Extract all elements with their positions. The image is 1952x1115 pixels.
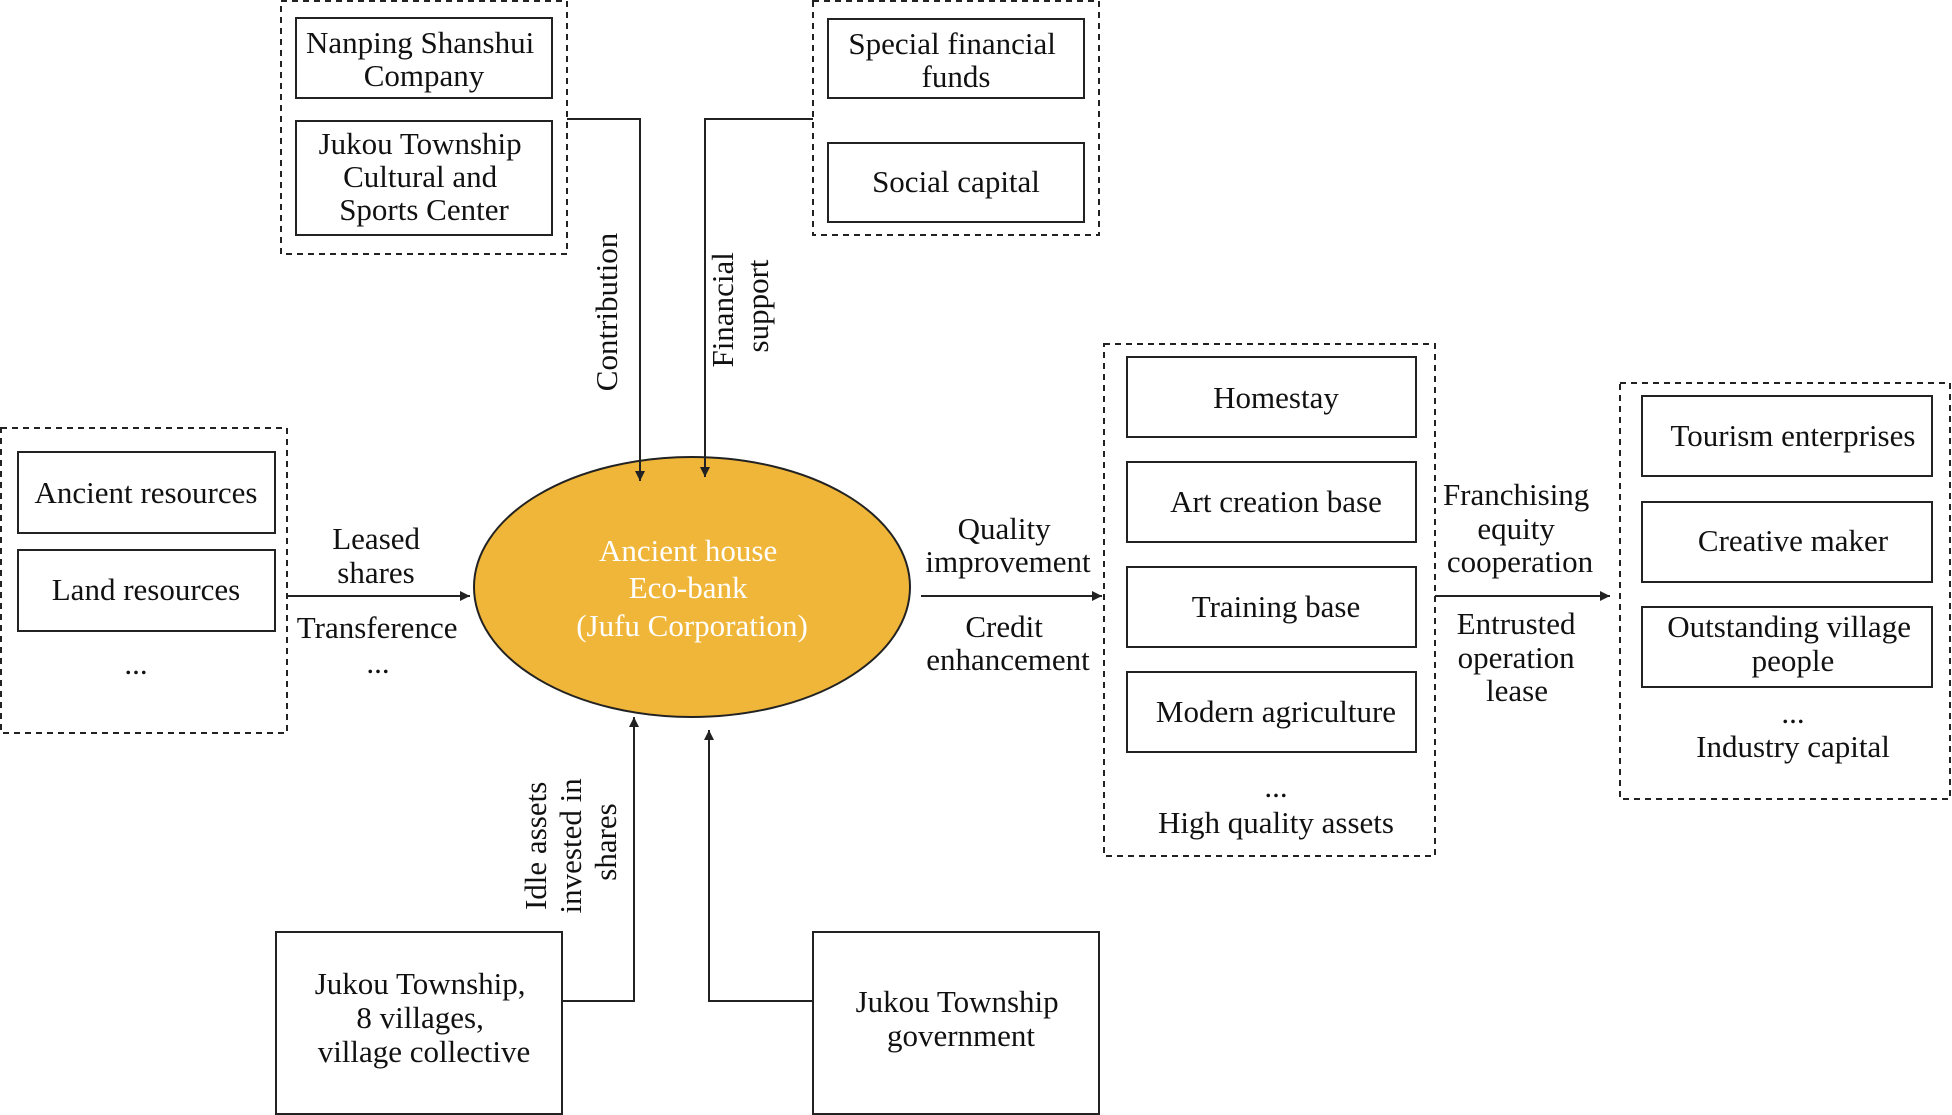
government-arrow [704, 730, 813, 1002]
township-villages-box [275, 931, 563, 1115]
social-capital-label: Social capital [872, 164, 1040, 199]
township-villages-label: Jukou Township, 8 villages, village coll… [315, 966, 534, 1069]
art-creation-base-box [1126, 461, 1417, 543]
financial-support-label: Financial support [705, 244, 775, 367]
special-financial-funds-label: Special financial funds [848, 26, 1063, 94]
left-group-frame [0, 427, 288, 734]
eco-bank-label: Ancient house Eco-bank (Jufu Corporation… [576, 533, 808, 643]
training-base-box [1126, 566, 1417, 648]
tourism-enterprises-box [1641, 395, 1933, 477]
special-financial-funds-box [827, 18, 1085, 99]
top-right-group-frame [812, 0, 1100, 236]
modern-agriculture-label: Modern agriculture [1156, 694, 1396, 729]
right-group-ellipsis: ... [1264, 769, 1287, 804]
ancient-resources-box [17, 451, 276, 534]
svg-text:Idle assets invested in: Idle assets invested in shares [518, 771, 623, 914]
cultural-sports-center-box [295, 120, 553, 236]
top-left-group-frame [280, 0, 568, 255]
franchising-label: Franchising equity cooperation [1443, 477, 1597, 579]
modern-agriculture-box [1126, 671, 1417, 753]
homestay-label: Homestay [1213, 380, 1339, 415]
entrusted-label: Entrusted operation lease [1457, 606, 1584, 708]
township-government-label: Jukou Township government [856, 984, 1067, 1053]
left-group-ellipsis: ... [124, 646, 147, 681]
nanping-shanshui-company-label: Nanping Shanshui Company [306, 25, 542, 93]
township-government-box [812, 931, 1100, 1115]
land-resources-box [17, 549, 276, 632]
tourism-enterprises-label: Tourism enterprises [1671, 418, 1916, 453]
credit-enhancement-label: Credit enhancement [926, 609, 1090, 677]
industry-capital-caption: Industry capital [1696, 729, 1890, 764]
nanping-shanshui-company-box [295, 17, 553, 99]
contribution-label: Contribution [589, 232, 624, 391]
creative-maker-box [1641, 501, 1933, 583]
art-creation-base-label: Art creation base [1170, 484, 1382, 519]
far-right-group-frame [1619, 382, 1951, 800]
training-base-label: Training base [1192, 589, 1361, 624]
quality-improvement-label: Quality improvement [925, 511, 1091, 579]
high-quality-assets-caption: High quality assets [1158, 805, 1394, 840]
homestay-box [1126, 356, 1417, 438]
contribution-arrow [567, 118, 645, 481]
eco-bank-ellipse [473, 456, 911, 718]
creative-maker-label: Creative maker [1698, 523, 1889, 558]
financial-support-arrow [700, 118, 813, 477]
ancient-resources-label: Ancient resources [35, 475, 258, 510]
outstanding-village-people-label: Outstanding village people [1667, 609, 1918, 678]
far-right-group-ellipsis: ... [1781, 695, 1804, 730]
cultural-sports-center-label: Jukou Township Cultural and Sports Cente… [319, 126, 530, 227]
transference-label: Transference ... [297, 610, 465, 680]
leased-shares-label: Leased shares [332, 521, 428, 590]
outstanding-village-people-box [1641, 606, 1933, 688]
svg-text:Financial support: Financial support [705, 244, 775, 367]
svg-text:Contribution: Contribution [589, 232, 624, 391]
right-group-frame [1103, 343, 1436, 857]
land-resources-label: Land resources [52, 572, 241, 607]
idle-assets-arrow [562, 717, 639, 1002]
idle-assets-label: Idle assets invested in shares [518, 771, 623, 914]
social-capital-box [827, 142, 1085, 223]
